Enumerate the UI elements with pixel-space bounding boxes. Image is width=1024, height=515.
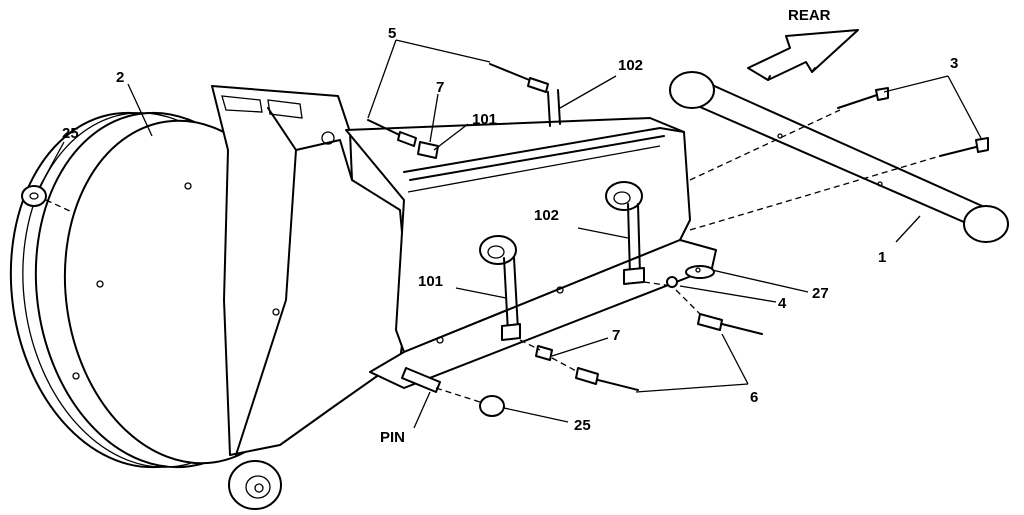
label-part-6: 6 <box>750 389 758 406</box>
flywheel-housing <box>9 85 409 469</box>
washer-part-4 <box>666 276 678 288</box>
label-part-2: 2 <box>116 69 124 86</box>
main-frame-beam <box>345 117 717 389</box>
bolt-part-6-upper <box>697 313 763 335</box>
label-part-7-top: 7 <box>436 79 444 96</box>
top-nut-part-7 <box>417 141 439 159</box>
bolt-part-6-lower <box>575 367 639 391</box>
label-part-101-bottom: 101 <box>418 273 443 290</box>
rear-stabilizer-tube <box>669 71 1009 243</box>
label-pin: PIN <box>380 429 405 446</box>
nut-part-7-lower <box>535 345 553 361</box>
leader-lines <box>39 39 983 429</box>
label-part-25-bottom: 25 <box>574 417 591 434</box>
rear-direction-arrow <box>747 29 859 81</box>
label-part-25-left: 25 <box>62 125 79 142</box>
label-part-7-bottom: 7 <box>612 327 620 344</box>
top-bolt-part-5-a <box>489 63 549 93</box>
pivot-pin <box>401 367 441 393</box>
top-bolt-part-5-b <box>367 119 417 147</box>
label-part-27: 27 <box>812 285 829 302</box>
label-part-3: 3 <box>950 55 958 72</box>
top-bracket-102 <box>547 89 561 127</box>
washer-part-27 <box>685 265 715 279</box>
label-part-1: 1 <box>878 249 886 266</box>
lower-bracket-102 <box>605 181 645 285</box>
transport-wheel <box>228 460 282 510</box>
lower-bracket-101 <box>479 235 521 341</box>
label-rear: REAR <box>788 7 831 24</box>
end-cap-part-25-bottom <box>479 395 505 417</box>
callout-labels: REAR 2 25 5 7 101 102 3 1 102 101 27 4 7… <box>62 7 958 446</box>
label-part-5: 5 <box>388 25 396 42</box>
label-part-4: 4 <box>778 295 787 312</box>
stabilizer-bolt-lower <box>939 137 989 157</box>
stabilizer-bolt-upper <box>837 87 889 109</box>
end-cap-part-25-left <box>21 185 47 207</box>
label-part-102-middle: 102 <box>534 207 559 224</box>
label-part-102-top: 102 <box>618 57 643 74</box>
assembly-guide-lines <box>45 109 941 403</box>
label-part-101-top: 101 <box>472 111 497 128</box>
